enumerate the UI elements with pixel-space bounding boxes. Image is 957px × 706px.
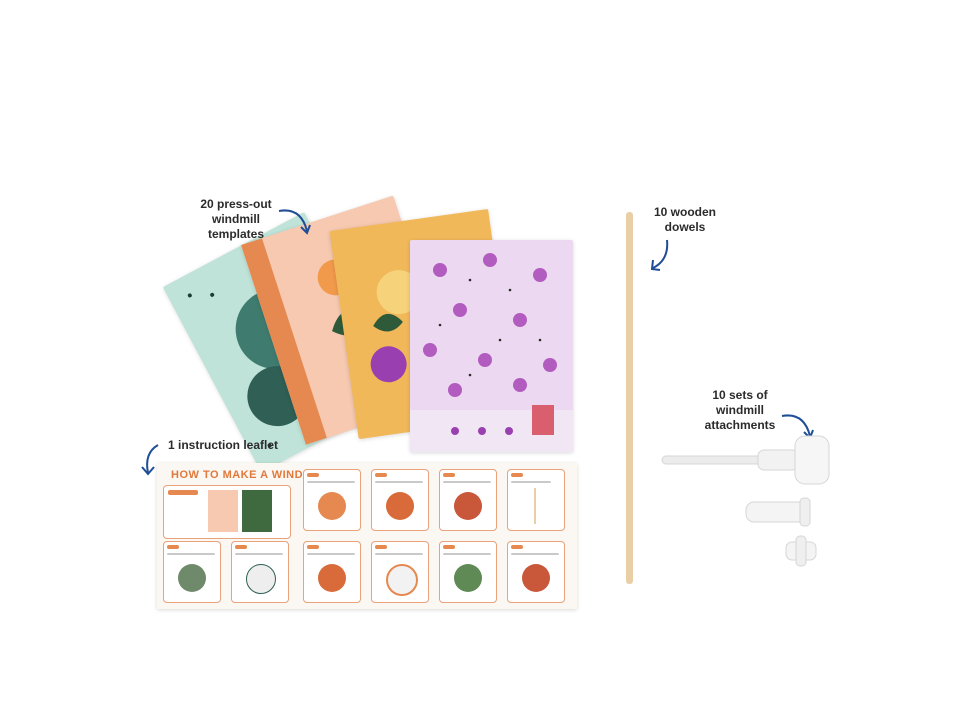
attachments-label-line-3: attachments xyxy=(704,418,776,432)
leaflet-step-4 xyxy=(507,469,565,531)
dowels-label: 10 wooden dowels xyxy=(645,205,725,235)
leaflet-step-7 xyxy=(303,541,361,603)
dowels-label-line-1: 10 wooden xyxy=(653,205,716,219)
attachments-label: 10 sets of windmill attachments xyxy=(695,388,785,433)
curved-arrow-icon xyxy=(141,444,159,476)
leaflet-label-text: 1 instruction leaflet xyxy=(168,438,279,452)
templates-label: 20 press-out windmill templates xyxy=(196,197,276,242)
leaflet-step-3 xyxy=(439,469,497,531)
leaflet-step-9 xyxy=(439,541,497,603)
templates-label-line-1: 20 press-out xyxy=(200,197,272,211)
curved-arrow-icon xyxy=(650,239,669,271)
leaflet-step-6 xyxy=(231,541,289,603)
attachments-label-line-1: 10 sets of xyxy=(712,388,768,402)
templates-label-line-2: windmill xyxy=(212,212,260,226)
template-sheet-yellow xyxy=(329,208,518,440)
leaflet-step-8 xyxy=(371,541,429,603)
attachments-label-line-2: windmill xyxy=(716,403,764,417)
leaflet-intro-panel xyxy=(163,485,291,539)
templates-label-line-3: templates xyxy=(207,227,265,241)
leaflet-step-1 xyxy=(303,469,361,531)
leaflet-step-5 xyxy=(163,541,221,603)
instruction-leaflet: HOW TO MAKE A WINDMILL xyxy=(157,463,577,609)
daisy-pattern xyxy=(410,253,573,452)
leaflet-label: 1 instruction leaflet xyxy=(168,438,298,453)
curved-arrow-icon xyxy=(278,209,311,235)
wooden-dowel xyxy=(626,212,633,584)
leaflet-step-2 xyxy=(371,469,429,531)
template-sheet-lilac xyxy=(410,240,573,452)
leaflet-title: HOW TO MAKE A WINDMILL xyxy=(171,469,331,481)
windmill-attachments xyxy=(661,435,830,567)
leaflet-step-10 xyxy=(507,541,565,603)
dowels-label-line-2: dowels xyxy=(664,220,706,234)
fruit-pattern xyxy=(370,270,421,383)
